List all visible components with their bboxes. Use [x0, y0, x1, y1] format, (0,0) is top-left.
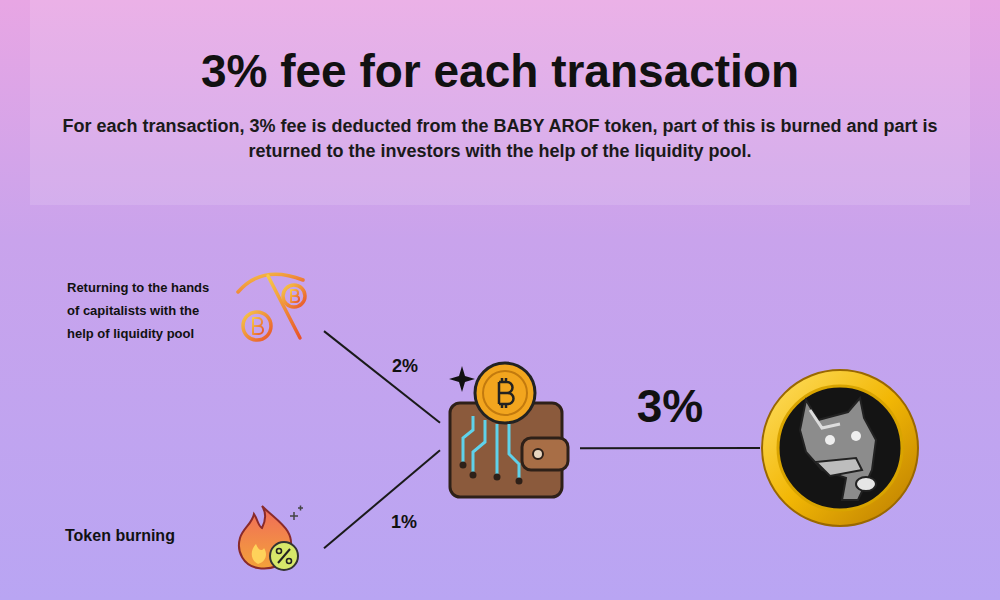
node-label: Token burning	[65, 526, 215, 546]
percent-dot	[277, 549, 282, 554]
percent-label: 2%	[392, 355, 418, 375]
percent-badge	[270, 542, 298, 570]
animal-head	[800, 398, 876, 500]
wallet-icon	[449, 363, 568, 497]
circuit-lines	[463, 416, 519, 478]
connector-line	[324, 450, 440, 548]
coin-symbol	[283, 285, 305, 307]
sparkle	[449, 366, 475, 392]
pool-return-node: Returning to the hands of capitalists wi…	[62, 262, 324, 358]
label-holder: 2%	[392, 355, 418, 376]
text-column: Token burning	[65, 526, 215, 546]
animal-muzzle	[816, 458, 862, 476]
inner-flame	[252, 544, 266, 564]
coin-ring	[483, 371, 527, 415]
burn-node: Token burning	[62, 500, 324, 572]
token-node	[760, 368, 920, 528]
caption: For each transaction, 3% fee is deducted…	[60, 114, 940, 164]
animal-eye	[851, 431, 861, 441]
pickaxe-icon	[238, 274, 305, 340]
coin-face	[778, 386, 902, 510]
animal-ear	[810, 410, 840, 428]
percent-label: 3%	[637, 380, 703, 432]
coin-mark	[291, 290, 299, 302]
clasp-button	[533, 449, 543, 459]
coin-mark	[253, 318, 263, 334]
connector-line	[324, 331, 440, 423]
fire-icon	[239, 506, 303, 571]
coin-mark	[499, 378, 514, 408]
percent-slash	[278, 549, 290, 563]
percent-dot	[287, 559, 292, 564]
connector-line	[580, 447, 760, 449]
node-label: Returning to the hands of capitalists wi…	[67, 276, 215, 345]
wallet-node	[440, 362, 580, 500]
animal-eye	[825, 435, 835, 445]
title: 3% fee for each transaction	[0, 42, 1000, 100]
coin-symbol	[243, 312, 271, 340]
label-holder: 1%	[391, 512, 417, 533]
text-column: Returning to the hands of capitalists wi…	[67, 276, 215, 345]
wallet-coin	[475, 363, 535, 423]
circuit-ends	[460, 462, 523, 485]
token-coin	[762, 370, 918, 526]
sparkle	[290, 506, 303, 521]
animal-detail	[856, 477, 876, 491]
coin-rim	[762, 370, 918, 526]
percent-label: 1%	[391, 512, 417, 532]
label-holder: 3%	[637, 379, 703, 433]
wallet-clasp	[522, 438, 568, 470]
header: 3% fee for each transactionFor each tran…	[0, 42, 1000, 164]
header-panel	[30, 0, 970, 205]
